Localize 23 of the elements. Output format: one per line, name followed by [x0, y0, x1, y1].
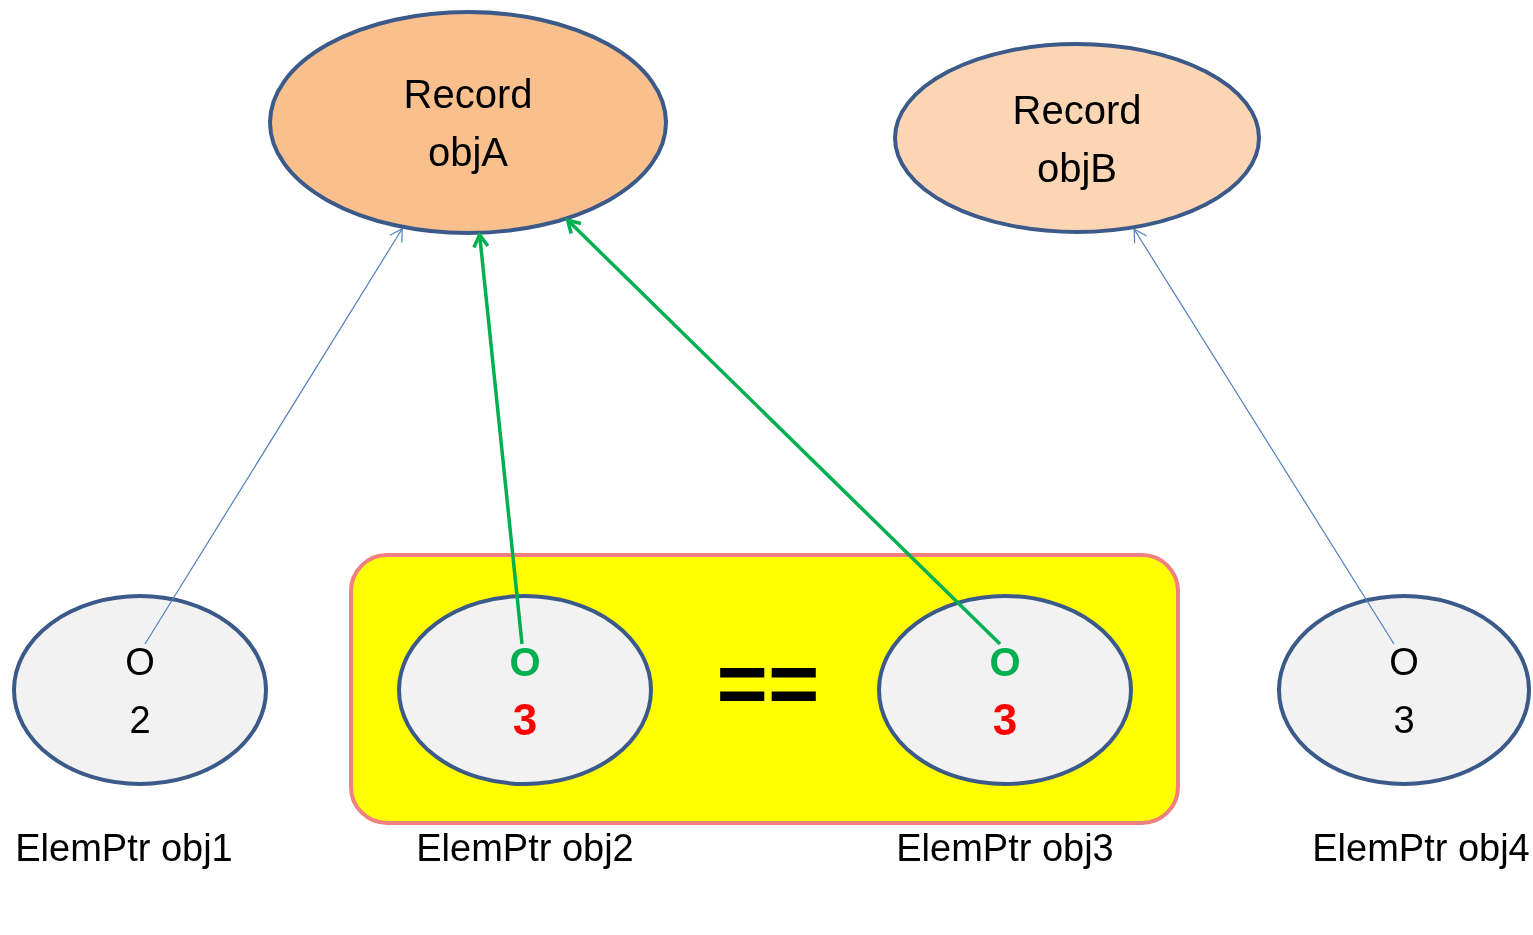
- node-label: O: [989, 642, 1021, 682]
- node-label: Record: [1012, 90, 1142, 130]
- node-label: 2: [129, 701, 151, 739]
- record-ellipse: [268, 10, 668, 235]
- arrow: [472, 233, 524, 645]
- comparison-operator: ==: [716, 639, 820, 727]
- arrow: [144, 228, 403, 645]
- node-caption: ElemPtr obj4: [1311, 826, 1531, 871]
- node-label: objB: [1036, 148, 1118, 188]
- arrow: [1133, 228, 1395, 645]
- node-label: objA: [427, 132, 509, 172]
- node-label: 3: [992, 698, 1018, 742]
- record-ellipse: [893, 42, 1261, 234]
- arrow: [565, 218, 1002, 646]
- node-label: O: [1389, 643, 1419, 681]
- node-caption: ElemPtr obj1: [14, 826, 234, 871]
- node-label: O: [509, 642, 541, 682]
- node-label: 3: [512, 698, 538, 742]
- node-caption: ElemPtr obj3: [895, 826, 1115, 871]
- node-label: 3: [1393, 701, 1415, 739]
- node-caption: ElemPtr obj2: [415, 826, 635, 871]
- node-label: Record: [403, 74, 533, 114]
- node-label: O: [125, 643, 155, 681]
